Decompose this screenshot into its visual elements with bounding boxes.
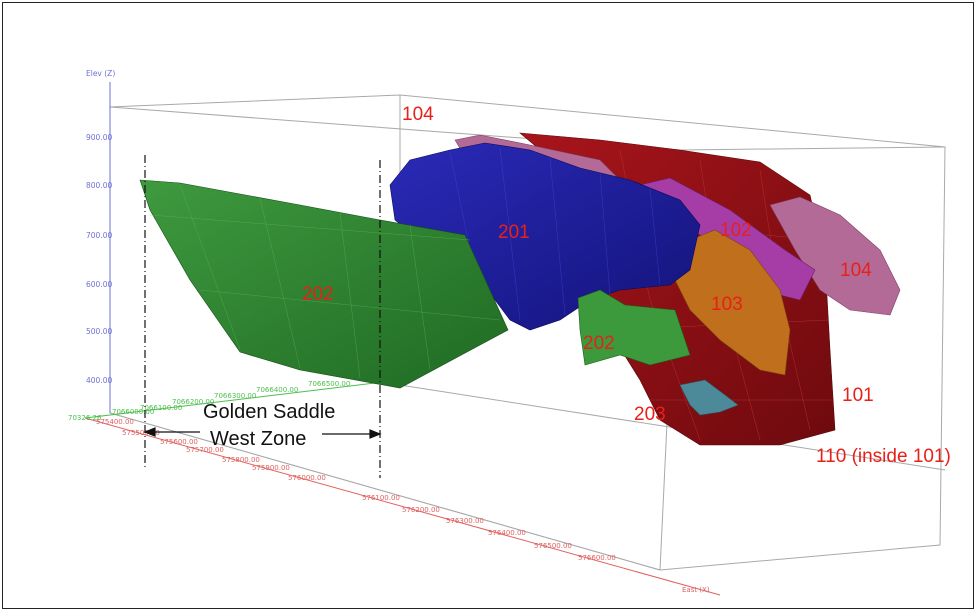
label-104-top: 104: [402, 104, 434, 125]
label-102: 102: [720, 220, 752, 241]
x-tick: 576600.00: [578, 554, 616, 562]
annotation-line2: West Zone: [210, 428, 306, 450]
z-tick: 800.00: [86, 181, 112, 190]
x-tick: 576200.00: [402, 506, 440, 514]
zone-202-main: [139, 179, 509, 389]
x-axis-title: East (X): [682, 586, 710, 594]
label-101: 101: [842, 385, 874, 406]
zone-103-body: [674, 229, 791, 376]
x-tick: 575900.00: [252, 464, 290, 472]
y-tick: 7066500.00: [308, 380, 350, 388]
z-tick: 600.00: [86, 280, 112, 289]
x-axis: 575400.00 575500.00 575600.00 575700.00 …: [84, 417, 721, 596]
z-tick: 700.00: [86, 231, 112, 240]
y-tick: 7066100.00: [140, 404, 182, 412]
z-tick: 500.00: [86, 327, 112, 336]
west-zone-arrows: [143, 427, 382, 439]
label-203: 203: [634, 404, 666, 425]
west-zone-bounds: [144, 155, 381, 478]
y-axis: 70326.26 7066000.00 7066100.00 7066200.0…: [68, 379, 401, 422]
x-tick: 576100.00: [362, 494, 400, 502]
label-202-small: 202: [583, 333, 615, 354]
zone-201-mesh: [449, 147, 661, 321]
x-tick: 575800.00: [222, 456, 260, 464]
label-104-right: 104: [840, 260, 872, 281]
origin-label: 70326.26: [68, 414, 102, 422]
x-tick: 575600.00: [160, 438, 198, 446]
label-201: 201: [498, 222, 530, 243]
z-tick: 900.00: [86, 133, 112, 142]
annotation-line1: Golden Saddle: [203, 401, 335, 423]
x-tick: 576500.00: [534, 542, 572, 550]
z-tick: 400.00: [86, 376, 112, 385]
x-tick: 576000.00: [288, 474, 326, 482]
x-tick: 575400.00: [96, 418, 134, 426]
y-tick: 7066400.00: [256, 386, 298, 394]
zone-203-body: [679, 379, 739, 416]
y-tick: 7066300.00: [214, 392, 256, 400]
x-tick: 575700.00: [186, 446, 224, 454]
z-axis-title: Elev (Z): [86, 69, 115, 78]
x-tick: 575500.00: [122, 429, 160, 437]
label-103: 103: [711, 294, 743, 315]
z-axis: Elev (Z) 900.00 800.00 700.00 600.00 500…: [86, 69, 115, 413]
x-tick: 576400.00: [488, 529, 526, 537]
label-202-main: 202: [302, 284, 334, 305]
x-tick: 576300.00: [446, 517, 484, 525]
zone-202-mesh: [149, 184, 501, 379]
y-tick: 7066000.00: [112, 408, 154, 416]
zone-202-small: [577, 289, 691, 366]
y-tick: 7066200.00: [172, 398, 214, 406]
label-110: 110 (inside 101): [816, 446, 951, 467]
